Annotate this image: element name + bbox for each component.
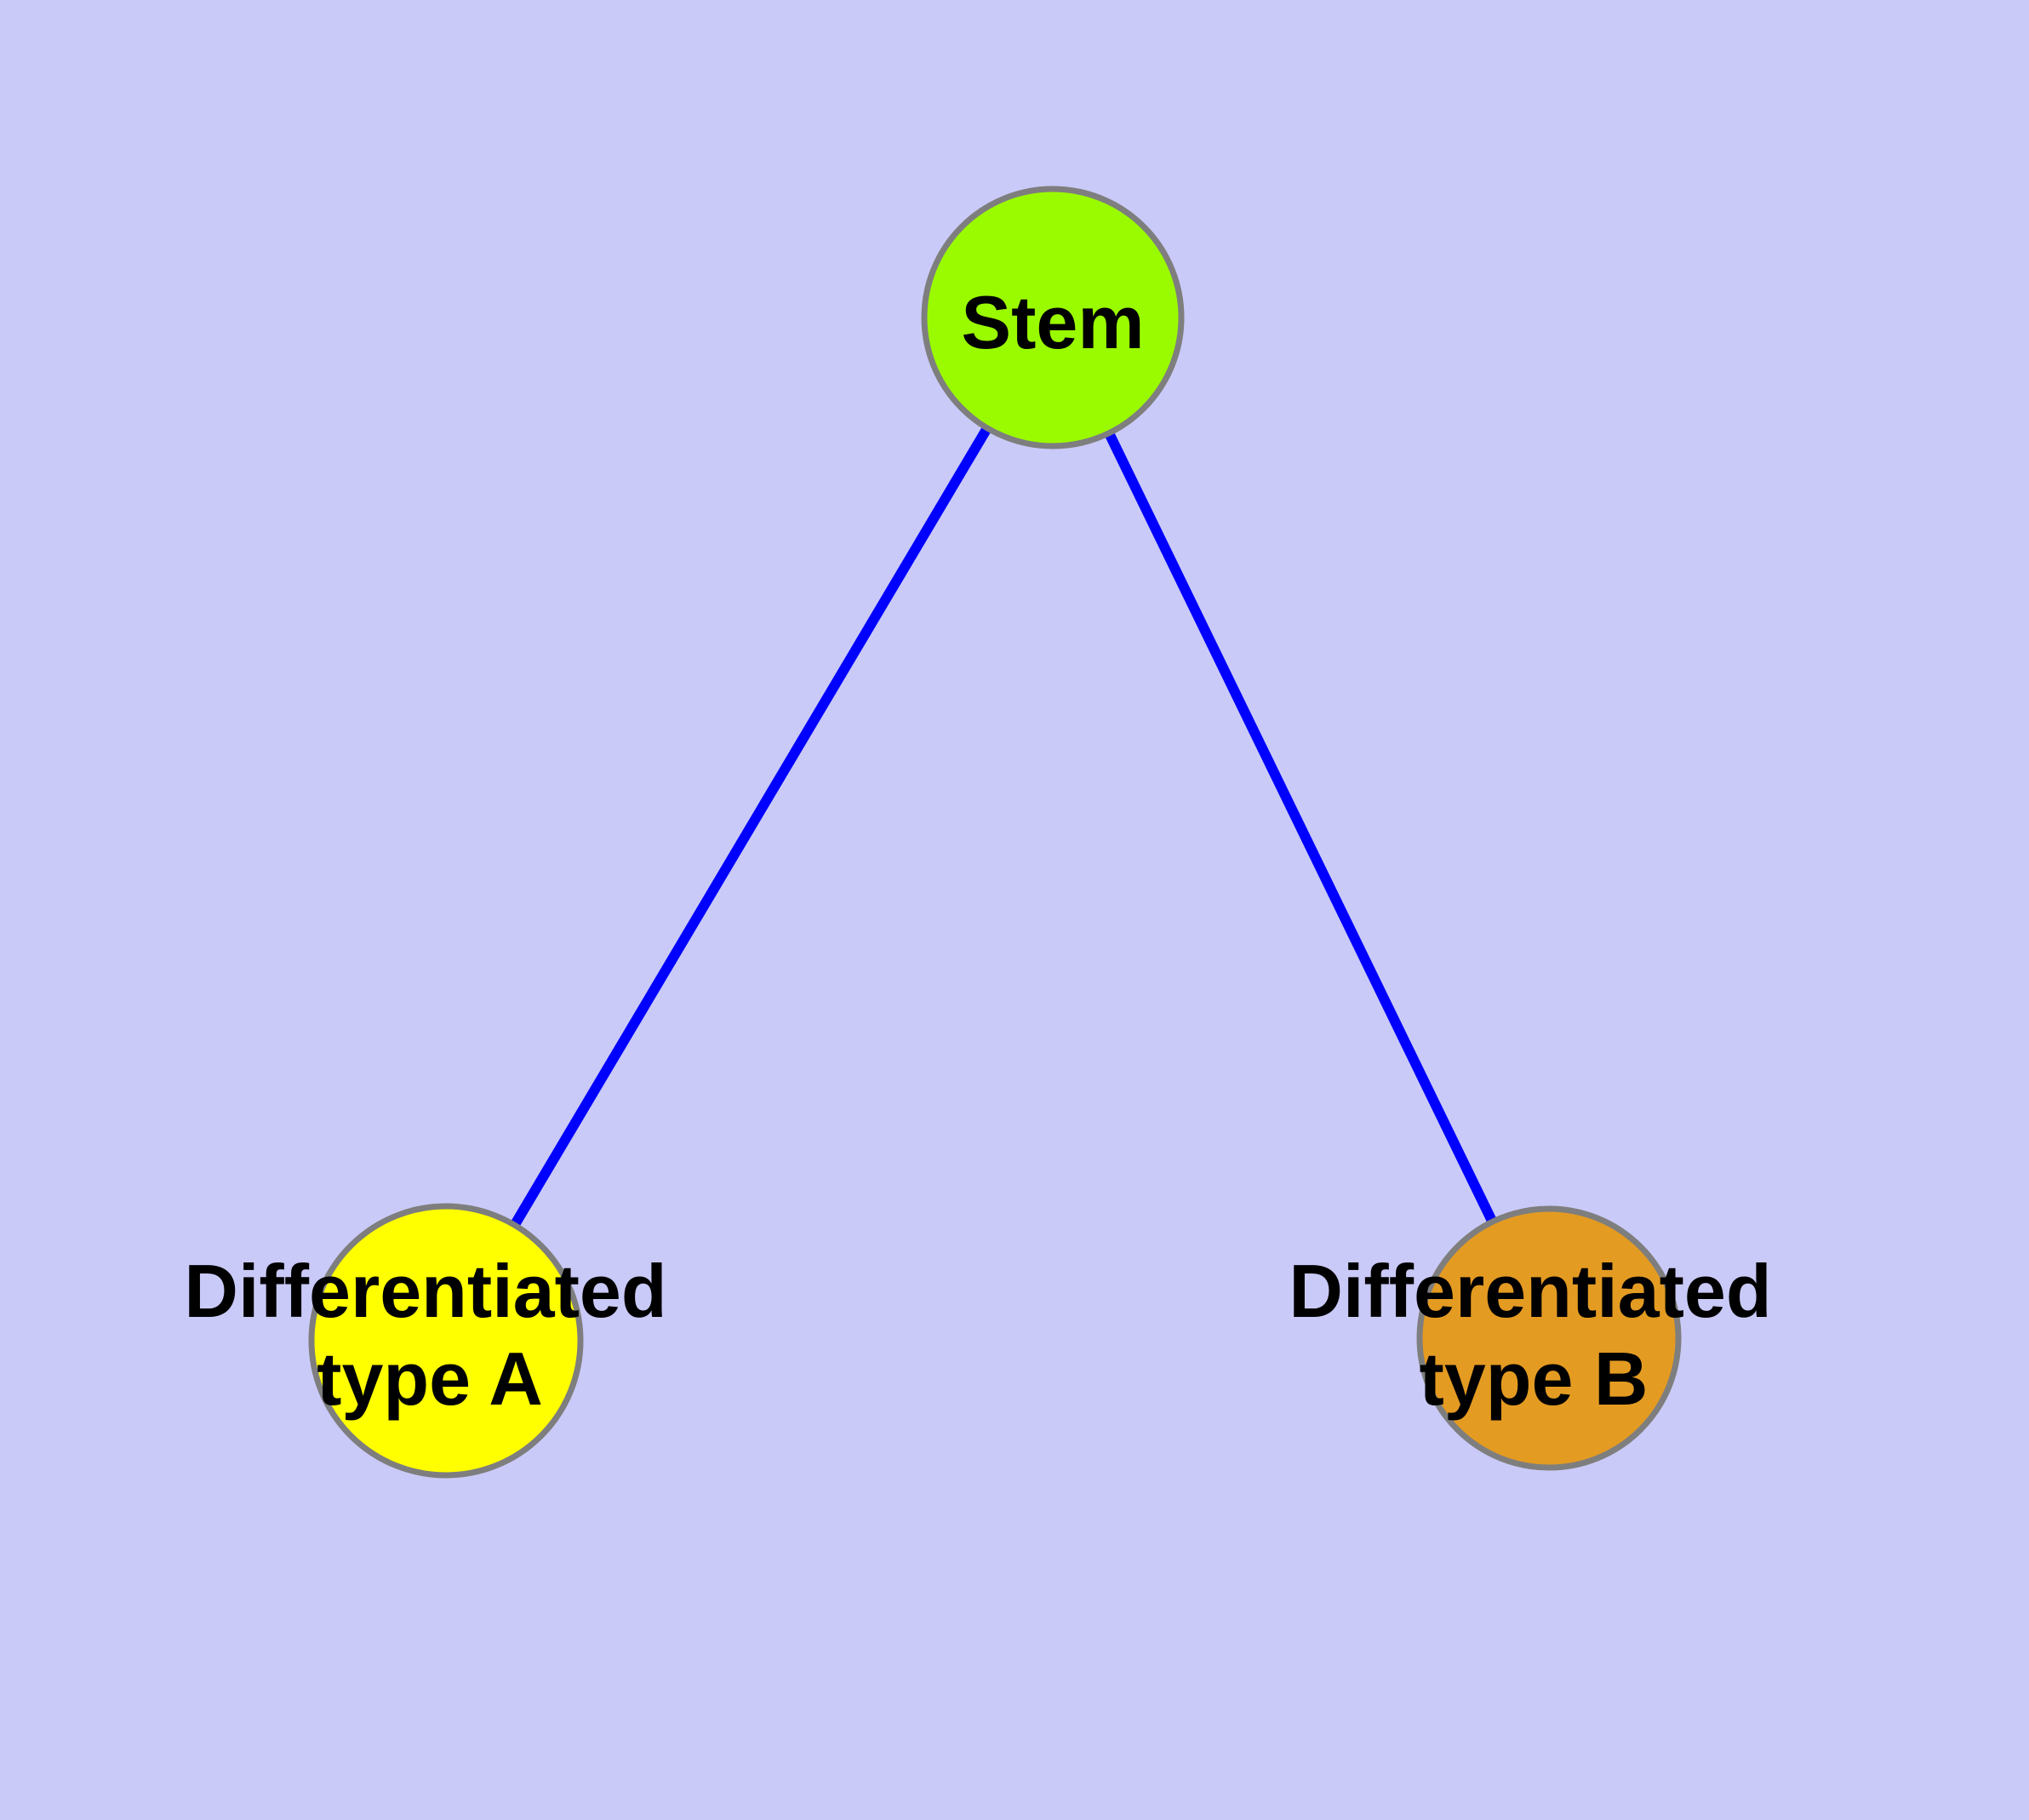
node-differentiated-type-b[interactable] bbox=[1416, 1205, 1682, 1471]
node-type-b-label-line2: type B bbox=[1420, 1336, 1649, 1421]
node-stem[interactable] bbox=[921, 186, 1185, 449]
edge-stem-to-type-a bbox=[441, 314, 1058, 1344]
node-stem-label: Stem bbox=[961, 280, 1144, 364]
edge-stem-to-type-b bbox=[1048, 315, 1554, 1341]
node-differentiated-type-a[interactable] bbox=[308, 1203, 584, 1479]
node-type-b-label-line1: Differentiated bbox=[1289, 1249, 1771, 1333]
node-type-a-label-line2: type A bbox=[317, 1336, 543, 1421]
node-type-a-label-line1: Differentiated bbox=[184, 1249, 666, 1333]
